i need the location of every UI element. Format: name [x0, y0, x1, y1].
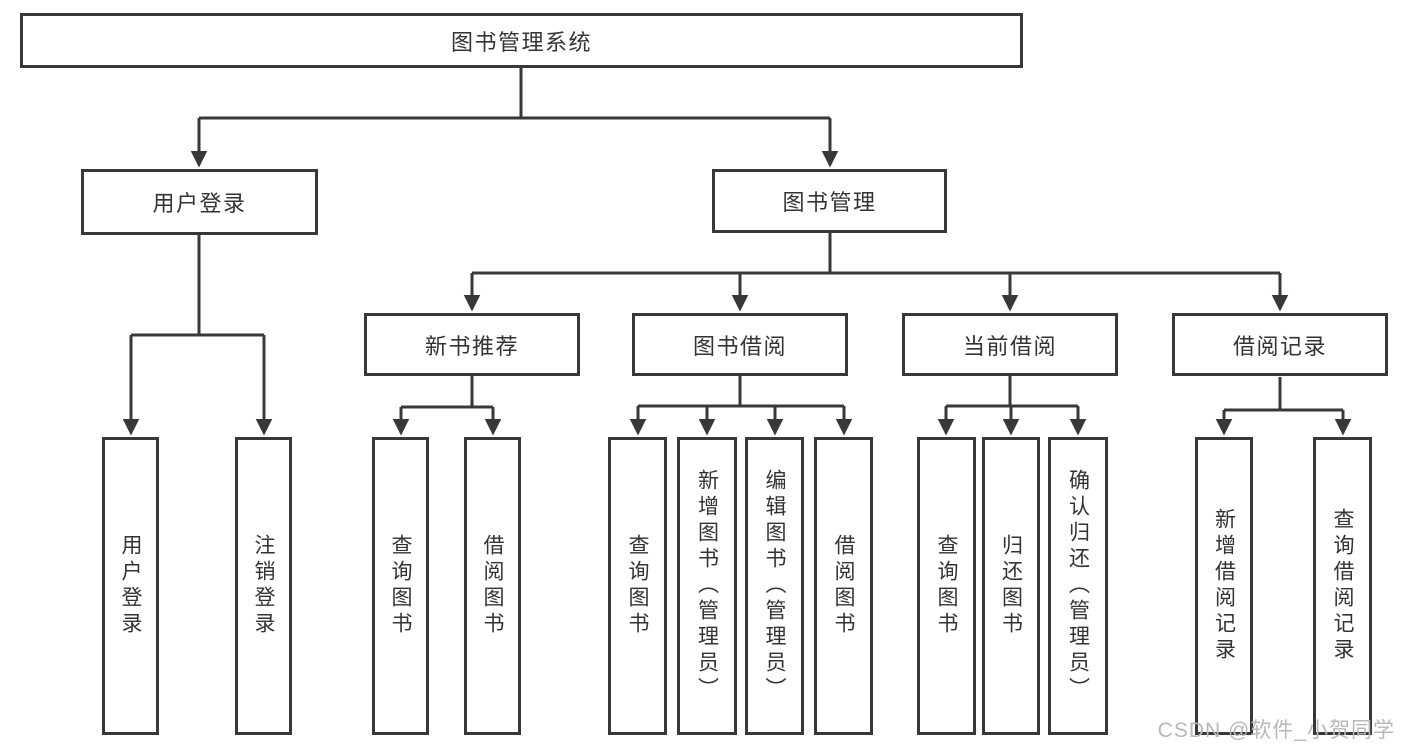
node-current-borrowing: 当前借阅 [902, 313, 1118, 376]
leaf-user-login: 用户登录 [102, 437, 159, 735]
leaf-borrow-books: 借阅图书 [814, 437, 873, 735]
node-book-management: 图书管理 [712, 169, 947, 233]
leaf-add-book-admin: 新增图书（管理员） [677, 437, 737, 735]
connector-borrowing-records-to-leaves [1215, 377, 1352, 436]
leaf-logout: 注销登录 [235, 437, 292, 735]
connector-root-to-level2 [190, 68, 839, 168]
leaf-borrow-books-recommend: 借阅图书 [464, 437, 521, 735]
leaf-query-books-borrowing: 查询图书 [608, 437, 667, 735]
connector-book-management-to-level3 [463, 233, 1289, 312]
node-new-book-recommend: 新书推荐 [364, 313, 580, 376]
leaf-edit-book-admin: 编辑图书（管理员） [745, 437, 804, 735]
leaf-return-books: 归还图书 [982, 437, 1040, 735]
node-book-borrowing: 图书借阅 [632, 313, 848, 376]
node-user-login: 用户登录 [81, 169, 318, 235]
leaf-query-books-recommend: 查询图书 [372, 437, 429, 735]
leaf-add-borrow-record: 新增借阅记录 [1195, 437, 1253, 735]
watermark: CSDN @软件_小贺同学 [1157, 719, 1395, 742]
connector-user-login-to-leaves [122, 235, 273, 436]
connector-new-book-recommend-to-leaves [392, 376, 502, 436]
node-borrowing-records: 借阅记录 [1172, 313, 1388, 376]
node-library-system: 图书管理系统 [20, 13, 1023, 68]
leaf-query-borrow-record: 查询借阅记录 [1313, 437, 1372, 735]
leaf-query-books-current: 查询图书 [917, 437, 976, 735]
connector-current-borrowing-to-leaves [937, 376, 1087, 436]
leaf-confirm-return-admin: 确认归还（管理员） [1048, 437, 1108, 735]
connector-book-borrowing-to-leaves [629, 376, 853, 436]
